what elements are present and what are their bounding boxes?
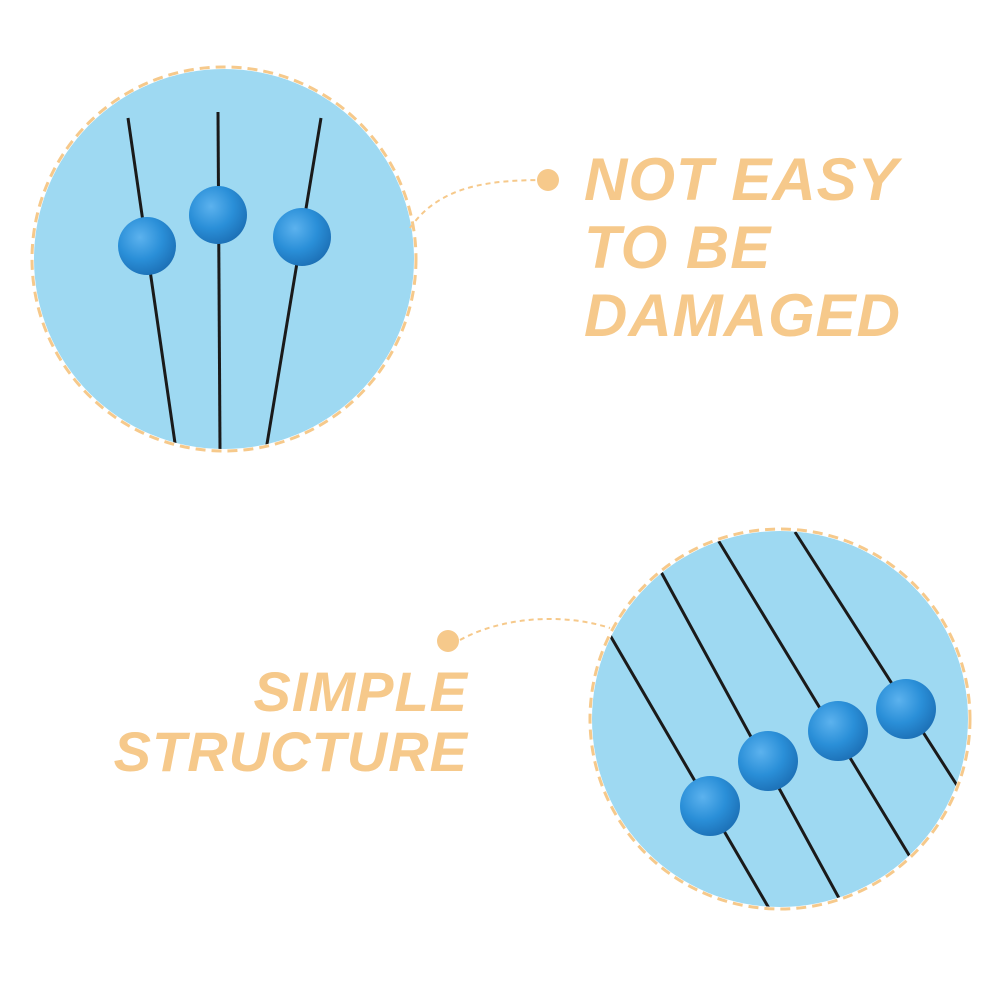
stem-wire (264, 117, 323, 449)
caption-line: NOT EASY (584, 146, 899, 213)
four-bead-stems-photo (592, 531, 968, 907)
caption-line: SIMPLE (253, 660, 468, 723)
stem-bead (680, 776, 740, 836)
stem-wire (658, 569, 842, 901)
caption-line: DAMAGED (584, 282, 901, 349)
simple-structure-caption: SIMPLE STRUCTURE (114, 664, 468, 784)
stem-wire (598, 617, 772, 907)
stem-bead (808, 701, 868, 761)
stem-wire (126, 117, 178, 449)
three-bead-stems-photo (34, 69, 414, 449)
stem-wire (216, 111, 222, 449)
top-photo-circle-border (30, 65, 418, 453)
bottom-photo-circle-border (588, 527, 972, 911)
bottom-connector-line (459, 617, 611, 641)
caption-line: TO BE (584, 214, 772, 281)
stem-bead (189, 186, 247, 244)
stem-bead (738, 731, 798, 791)
stem-wire (793, 531, 962, 791)
stem-wire (716, 539, 914, 861)
top-connector-dot (537, 169, 559, 191)
top-feature-callout (30, 65, 559, 453)
stem-bead (273, 208, 331, 266)
bottom-connector-dot (437, 630, 459, 652)
not-easy-to-be-damaged-caption: NOT EASY TO BE DAMAGED (584, 150, 901, 354)
caption-line: STRUCTURE (113, 720, 468, 783)
top-connector-line (409, 179, 547, 229)
bottom-feature-callout (437, 527, 972, 911)
stem-bead (876, 679, 936, 739)
top-photo-background (34, 69, 414, 449)
stem-bead (118, 217, 176, 275)
